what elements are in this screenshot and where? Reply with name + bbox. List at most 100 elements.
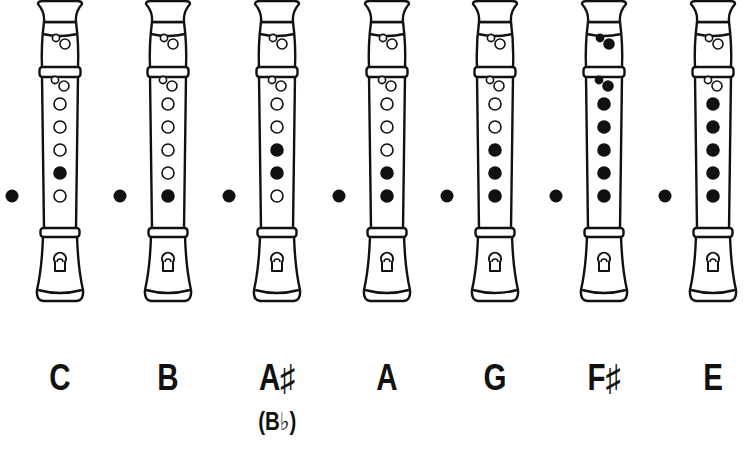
finger-hole	[381, 121, 393, 133]
finger-hole	[54, 98, 66, 110]
finger-hole	[381, 144, 393, 156]
finger-hole	[598, 144, 610, 156]
alternate-note-name: (B♭)	[254, 409, 301, 434]
finger-hole	[489, 121, 501, 133]
note-text: C	[49, 360, 70, 396]
finger-hole	[705, 34, 712, 41]
note-text: F♯	[588, 360, 621, 396]
finger-hole	[603, 81, 613, 91]
finger-hole	[60, 39, 70, 49]
recorder-body	[145, 1, 191, 301]
note-text: B	[157, 360, 178, 396]
finger-hole	[59, 81, 69, 91]
thumb-hole	[6, 190, 19, 203]
finger-hole	[489, 144, 501, 156]
finger-hole	[596, 34, 603, 41]
finger-hole	[381, 190, 393, 202]
finger-hole	[271, 121, 283, 133]
finger-hole	[489, 190, 501, 202]
recorder	[550, 1, 628, 301]
finger-hole	[595, 76, 602, 83]
recorder-body	[254, 1, 300, 301]
recorder-body	[581, 1, 627, 301]
finger-hole	[162, 144, 174, 156]
note-text: A	[376, 360, 397, 396]
finger-hole	[54, 190, 66, 202]
finger-hole	[707, 121, 719, 133]
thumb-hole	[550, 190, 563, 203]
finger-hole	[489, 98, 501, 110]
recorder	[659, 1, 737, 301]
recorder	[333, 1, 411, 301]
finger-hole	[381, 167, 393, 179]
thumb-hole	[114, 190, 127, 203]
finger-hole	[487, 34, 494, 41]
finger-hole	[379, 34, 386, 41]
finger-hole	[598, 167, 610, 179]
note-text: E	[703, 360, 723, 396]
finger-hole	[162, 121, 174, 133]
finger-hole	[268, 76, 275, 83]
finger-hole	[54, 167, 66, 179]
recorder	[6, 1, 84, 301]
finger-hole	[489, 167, 501, 179]
finger-hole	[598, 98, 610, 110]
note-text: A♯	[259, 360, 295, 396]
finger-hole	[277, 39, 287, 49]
finger-hole	[598, 190, 610, 202]
finger-hole	[495, 39, 505, 49]
finger-hole	[271, 144, 283, 156]
note-name: G	[481, 360, 509, 396]
finger-hole	[598, 121, 610, 133]
finger-hole	[51, 76, 58, 83]
finger-hole	[386, 81, 396, 91]
recorder	[114, 1, 192, 301]
recorder	[441, 1, 519, 301]
note-name: B	[155, 360, 181, 396]
note-name: A	[374, 360, 400, 396]
note-name: E	[701, 360, 725, 396]
finger-hole	[381, 98, 393, 110]
finger-hole	[162, 190, 174, 202]
finger-hole	[707, 167, 719, 179]
recorder-body	[690, 1, 736, 301]
thumb-hole	[659, 190, 672, 203]
thumb-hole	[441, 190, 454, 203]
finger-hole	[387, 39, 397, 49]
recorder-body	[472, 1, 518, 301]
finger-hole	[707, 144, 719, 156]
finger-hole	[162, 98, 174, 110]
finger-hole	[159, 76, 166, 83]
finger-hole	[486, 76, 493, 83]
finger-hole	[54, 121, 66, 133]
finger-hole	[160, 34, 167, 41]
finger-hole	[52, 34, 59, 41]
finger-hole	[704, 76, 711, 83]
finger-hole	[604, 39, 614, 49]
finger-hole	[378, 76, 385, 83]
finger-hole	[271, 190, 283, 202]
finger-hole	[712, 81, 722, 91]
finger-hole	[271, 98, 283, 110]
finger-hole	[269, 34, 276, 41]
finger-hole	[54, 144, 66, 156]
finger-hole	[162, 167, 174, 179]
finger-hole	[713, 39, 723, 49]
finger-hole	[707, 190, 719, 202]
finger-hole	[168, 39, 178, 49]
note-text: G	[484, 360, 507, 396]
finger-hole	[167, 81, 177, 91]
thumb-hole	[333, 190, 346, 203]
recorder-body	[364, 1, 410, 301]
finger-hole	[494, 81, 504, 91]
note-name: A♯	[255, 360, 299, 396]
thumb-hole	[223, 190, 236, 203]
finger-hole	[271, 167, 283, 179]
note-name: F♯	[584, 360, 624, 396]
note-text: (B♭)	[258, 409, 296, 434]
finger-hole	[707, 98, 719, 110]
note-name: C	[47, 360, 73, 396]
recorder	[223, 1, 301, 301]
